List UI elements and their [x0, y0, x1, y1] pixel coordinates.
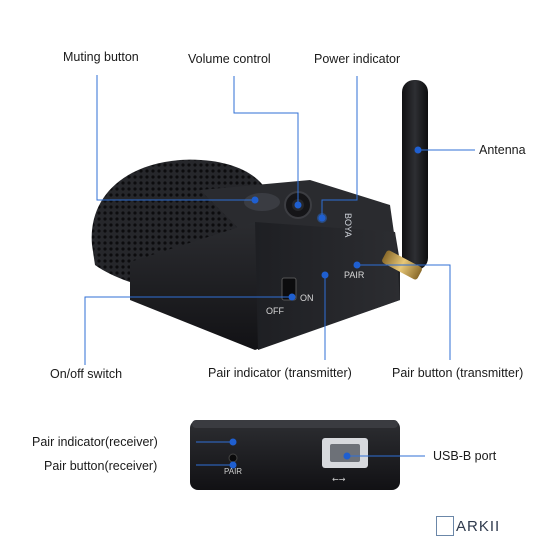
label-pair-button-transmitter: Pair button (transmitter) — [392, 366, 524, 380]
dot-switch — [288, 293, 296, 301]
label-muting-button: Muting button — [63, 50, 139, 64]
label-antenna: Antenna — [479, 143, 526, 157]
dot-pair-indicator-rx — [229, 438, 237, 446]
leader-pair-button-tx — [357, 264, 451, 360]
transmitter-front — [255, 222, 400, 350]
label-pair-indicator-receiver: Pair indicator(receiver) — [32, 435, 158, 449]
dot-pair-button-rx — [229, 461, 237, 469]
leader-muting — [96, 75, 255, 201]
dot-volume — [294, 201, 302, 209]
dot-pair-button-tx — [353, 261, 361, 269]
leader-power — [321, 76, 358, 218]
dot-muting — [251, 196, 259, 204]
leader-switch — [84, 296, 292, 365]
pair-mark: PAIR — [344, 270, 365, 280]
label-power-indicator: Power indicator — [314, 52, 401, 66]
receiver-pair-button-hole — [228, 453, 238, 463]
usb-symbol-mark: ←→ — [332, 475, 346, 484]
receiver-device — [190, 420, 400, 490]
antenna-shape — [402, 80, 428, 270]
brand-mark: BOYA — [343, 213, 353, 237]
switch-on-mark: ON — [300, 293, 314, 303]
dot-pair-indicator-tx — [321, 271, 329, 279]
dot-antenna — [414, 146, 422, 154]
leader-lines — [84, 75, 475, 466]
label-volume-control: Volume control — [188, 52, 271, 66]
label-pair-button-receiver: Pair button(receiver) — [44, 459, 158, 473]
switch-off-mark: OFF — [266, 306, 284, 316]
dot-power — [318, 214, 326, 222]
receiver-pair-mark: PAIR — [224, 467, 242, 476]
receiver-body — [190, 420, 400, 490]
callout-dots — [229, 146, 422, 469]
watermark-text: ARKII — [456, 517, 501, 535]
watermark-logo: ARKII — [436, 516, 500, 536]
logo-m-icon — [436, 516, 454, 536]
label-pair-indicator-transmitter: Pair indicator (transmitter) — [208, 366, 352, 380]
label-usb-b-port: USB-B port — [433, 449, 497, 463]
dot-usb — [343, 452, 351, 460]
receiver-top-edge — [192, 420, 398, 428]
muting-button-cap — [244, 193, 280, 211]
label-on-off-switch: On/off switch — [50, 367, 123, 381]
transmitter-device — [91, 80, 428, 350]
leader-volume — [233, 76, 299, 205]
